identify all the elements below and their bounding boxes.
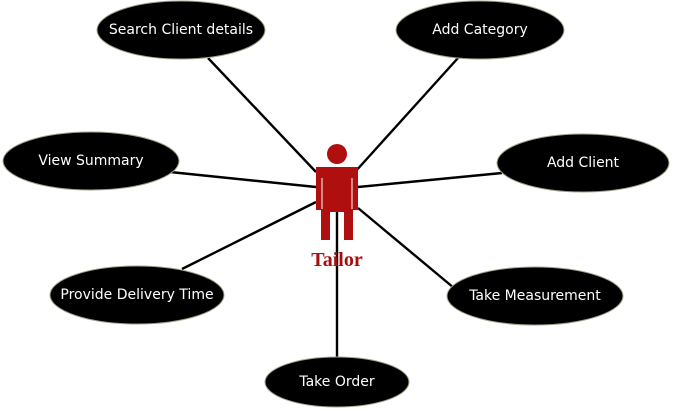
- actor-label: Tailor: [311, 249, 363, 271]
- use-case-ellipse: [264, 356, 410, 408]
- use-case-label: Add Client: [547, 155, 620, 171]
- use-case-label: View Summary: [38, 153, 143, 169]
- use-case-take-order[interactable]: Take Order: [264, 356, 410, 408]
- connector-add-category: [354, 57, 459, 173]
- use-case-ellipse: [496, 133, 670, 193]
- use-case-label: Add Category: [432, 22, 528, 38]
- connectors: [169, 57, 503, 364]
- use-case-provide-delivery-time[interactable]: Provide Delivery Time: [49, 265, 225, 325]
- use-case-search-client-details[interactable]: Search Client details: [96, 0, 266, 60]
- actor-body: [316, 167, 358, 240]
- use-case-view-summary[interactable]: View Summary: [2, 131, 180, 191]
- use-case-ellipse: [395, 0, 565, 60]
- connector-provide-delivery-time: [181, 200, 317, 271]
- actor-head: [327, 144, 347, 164]
- use-case-add-client[interactable]: Add Client: [496, 133, 670, 193]
- use-case-label: Take Measurement: [468, 288, 601, 304]
- actor-figure[interactable]: [316, 144, 358, 240]
- use-case-ellipse: [96, 0, 266, 60]
- use-case-label: Provide Delivery Time: [60, 287, 213, 303]
- use-case-label: Search Client details: [109, 22, 253, 38]
- use-case-ellipse: [2, 131, 180, 191]
- use-case-label: Take Order: [298, 374, 375, 390]
- use-case-ellipse: [446, 266, 624, 326]
- connector-search-client-details: [207, 57, 317, 173]
- connector-take-measurement: [357, 207, 455, 289]
- connector-view-summary: [169, 170, 317, 189]
- use-case-add-category[interactable]: Add Category: [395, 0, 565, 60]
- use-case-take-measurement[interactable]: Take Measurement: [446, 266, 624, 326]
- use-case-ellipse: [49, 265, 225, 325]
- connector-add-client: [357, 171, 503, 189]
